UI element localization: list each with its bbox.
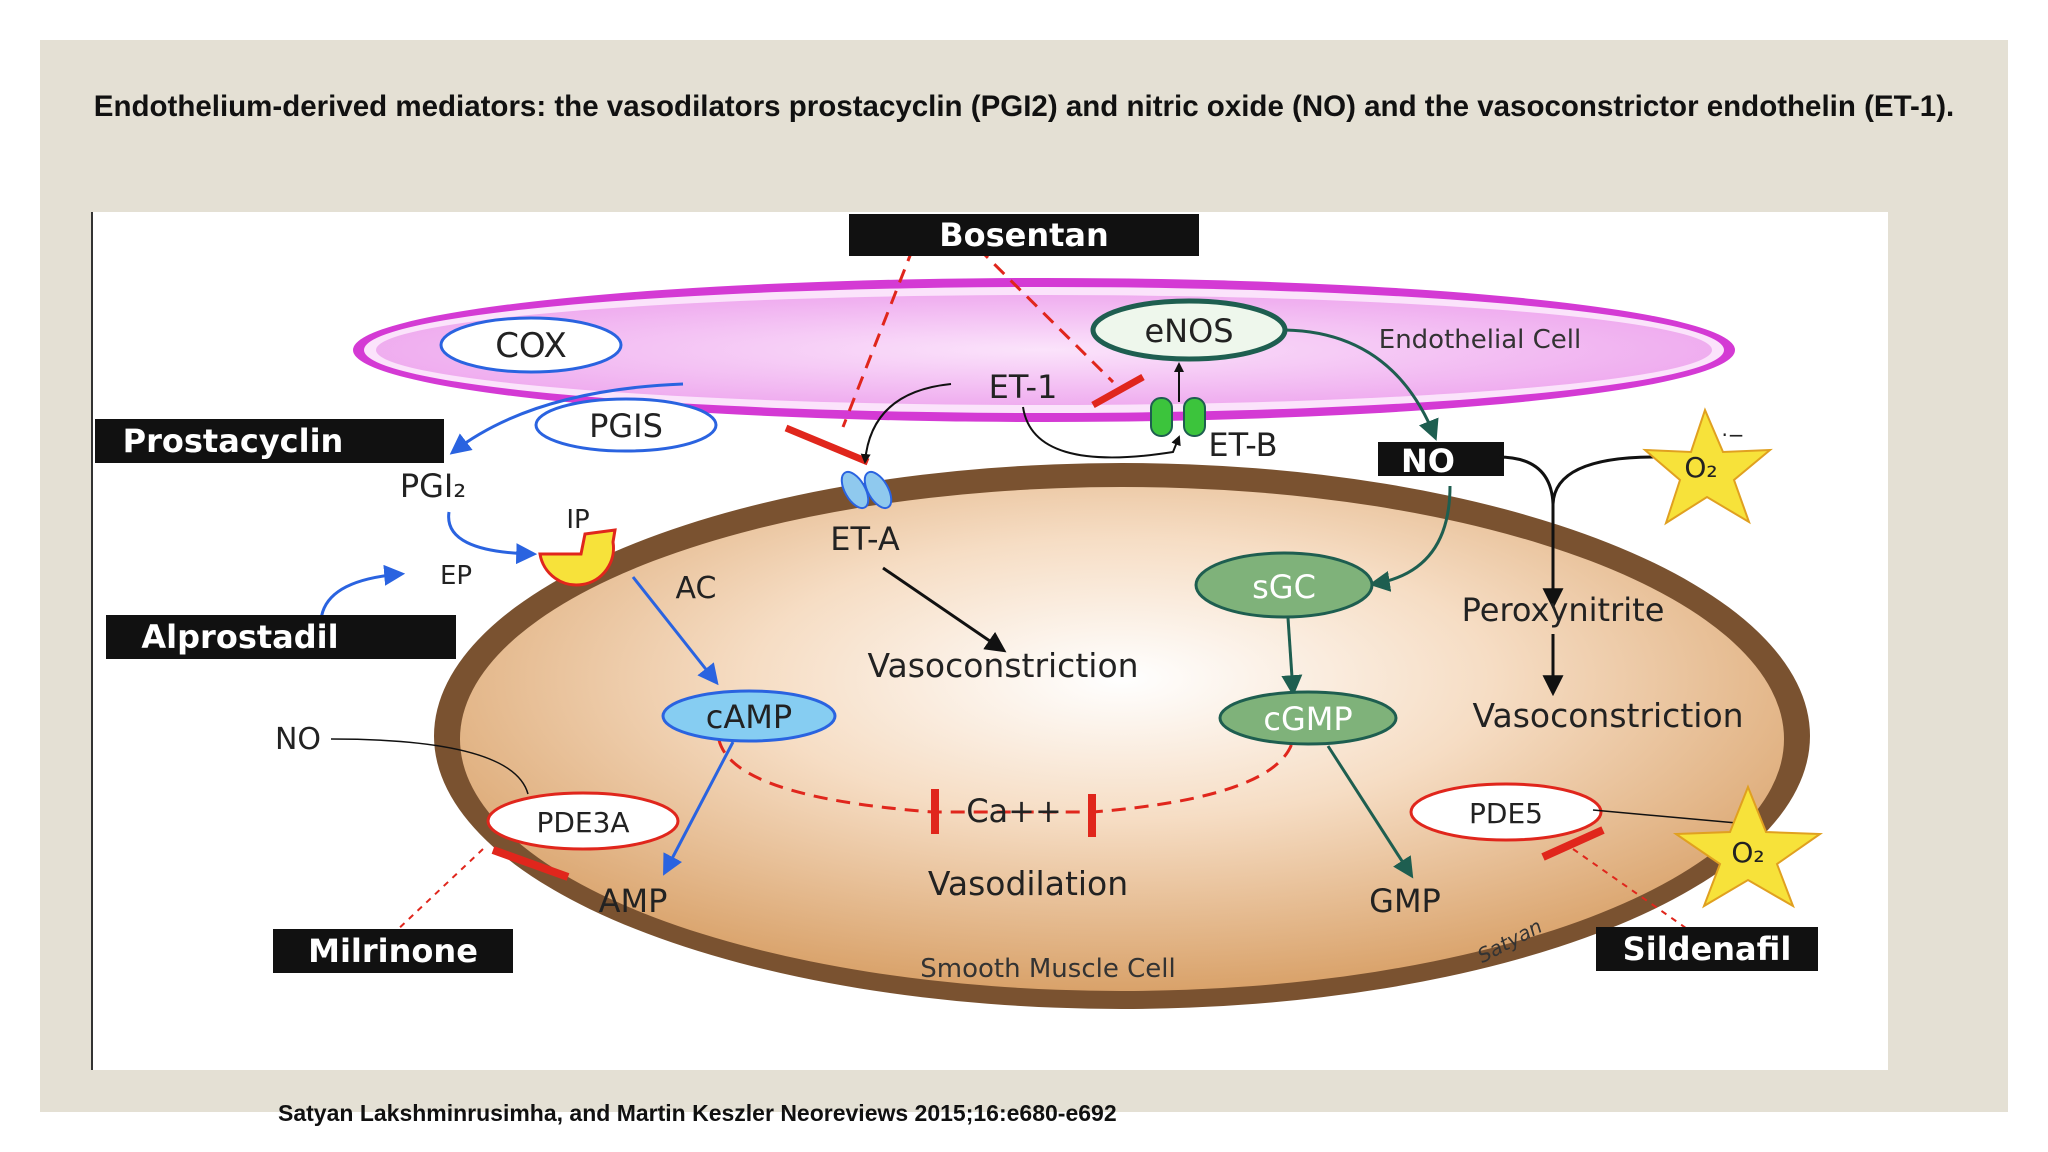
superoxide-label: O₂ [1684, 451, 1717, 484]
etb-inhibition-bar [1091, 373, 1145, 409]
eta-to-vasoconstriction-arrow [882, 566, 1007, 653]
sgc-label: sGC [1252, 568, 1316, 606]
milrinone-label: Milrinone [308, 932, 478, 970]
enos-to-no-arrow [1284, 328, 1439, 441]
vasoconstriction-right-label: Vasoconstriction [1472, 696, 1743, 735]
slide-title: Endothelium-derived mediators: the vasod… [93, 90, 1955, 123]
gmp-label: GMP [1369, 882, 1441, 920]
camp-label: cAMP [706, 698, 792, 736]
superoxide-charge: ·− [1721, 423, 1744, 447]
etb-receptor [1150, 397, 1206, 437]
bosentan-box [849, 214, 1199, 256]
milrinone-box [273, 929, 513, 973]
cgmp-label: cGMP [1263, 700, 1352, 738]
cgmp-to-gmp-arrow [1326, 745, 1414, 879]
oxygen-label: O₂ [1731, 836, 1764, 869]
oxygen-to-pde5-line [1592, 809, 1749, 825]
pde3a-label: PDE3A [536, 806, 629, 839]
ip-receptor [538, 528, 617, 587]
ep-label: EP [440, 561, 472, 591]
eta-inhibition-bar [784, 424, 870, 466]
vasoconstriction-center-label: Vasoconstriction [867, 646, 1138, 685]
bosentan-label: Bosentan [939, 216, 1109, 254]
cgmp-oval [1218, 690, 1398, 746]
smooth-muscle-cell-interior [460, 487, 1784, 991]
enos-label: eNOS [1144, 312, 1233, 350]
alprostadil-box [106, 615, 456, 659]
sildenafil-box [1596, 927, 1818, 971]
amp-label: AMP [599, 882, 668, 920]
ip-label: IP [566, 505, 589, 535]
pde3a-oval [486, 791, 680, 851]
et1-to-etb-arrow [1022, 406, 1181, 459]
pde5-oval [1409, 782, 1603, 842]
alprostadil-to-ep-arrow [319, 564, 406, 621]
et1-label: ET-1 [989, 368, 1058, 406]
no-superoxide-merge [1497, 455, 1656, 505]
pathway-diagram: COX PGIS eNOS Endothelial Cell ET-1 ET-A… [95, 214, 1824, 1009]
pgi2-label: PGI₂ [400, 467, 466, 505]
camp-oval [661, 689, 837, 743]
superoxide-star [1642, 407, 1773, 526]
eta-receptor [840, 470, 893, 510]
figure-frame: COX PGIS eNOS Endothelial Cell ET-1 ET-A… [91, 212, 1888, 1070]
cox-oval [439, 316, 623, 374]
bosentan-to-eta-dash [841, 247, 915, 428]
oxygen-star [1672, 784, 1824, 909]
sgc-to-cgmp-arrow [1281, 617, 1303, 697]
etb-label: ET-B [1208, 426, 1277, 464]
cox-label: COX [495, 326, 567, 366]
pde5-inhibition-bar [1541, 826, 1605, 861]
prostacyclin-box [95, 419, 444, 463]
vasodilation-label: Vasodilation [928, 864, 1128, 903]
sildenafil-dash [1572, 848, 1714, 948]
no-to-sgc-arrow [1368, 485, 1452, 592]
no-to-pde3a-line [330, 738, 529, 795]
ip-to-camp-arrow [631, 576, 719, 686]
pde5-label: PDE5 [1469, 797, 1543, 830]
bosentan-to-etb-dash [976, 246, 1115, 384]
pgi2-to-ip-arrow [447, 511, 538, 565]
calcium-label: Ca++ [966, 792, 1062, 830]
camp-to-amp-arrow [663, 741, 735, 876]
peroxynitrite-label: Peroxynitrite [1462, 591, 1665, 629]
pgis-oval [534, 397, 718, 453]
prostacyclin-label: Prostacyclin [123, 422, 344, 460]
no-box [1378, 442, 1504, 476]
endothelial-cell-label: Endothelial Cell [1379, 325, 1581, 355]
et1-to-eta-arrow [860, 383, 952, 464]
smooth-muscle-cell-label: Smooth Muscle Cell [920, 954, 1175, 984]
eta-label: ET-A [830, 520, 900, 558]
no-box-label: NO [1401, 442, 1455, 480]
sgc-oval [1194, 551, 1374, 619]
endothelial-cell-interior [376, 295, 1712, 405]
cox-to-pgi2-arrow [449, 382, 684, 455]
no-left-label: NO [275, 722, 321, 757]
pgis-label: PGIS [589, 407, 663, 445]
pde3a-inhibition-bar [491, 846, 570, 881]
alprostadil-label: Alprostadil [141, 618, 338, 656]
citation: Satyan Lakshminrusimha, and Martin Keszl… [278, 1100, 1117, 1126]
sildenafil-label: Sildenafil [1623, 930, 1792, 968]
ac-label: AC [676, 571, 717, 606]
